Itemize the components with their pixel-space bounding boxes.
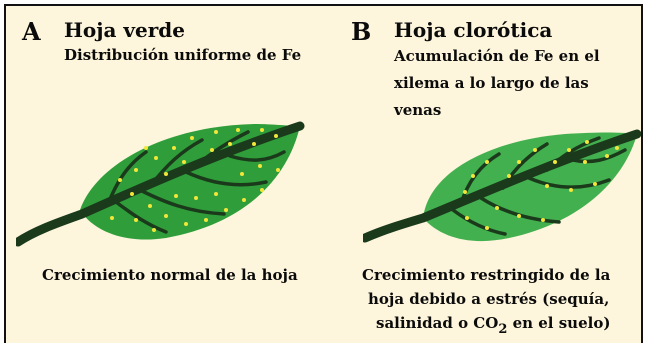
panel-a-letter: A (22, 17, 41, 46)
panel-b-caption-line-3-end: en el suelo) (507, 314, 611, 332)
panel-b-caption-line-1: Crecimiento restringido de la (362, 266, 611, 284)
chlorotic-leaf-illustration (363, 129, 641, 243)
panel-a-subtitle: Distribución uniforme de Fe (64, 46, 302, 64)
panel-b-subtitle-line-2: xilema a lo largo de las (394, 74, 589, 92)
panel-a-caption: Crecimiento normal de la hoja (42, 266, 298, 284)
panel-b-caption-line-3-text: salinidad o CO (376, 314, 499, 332)
co2-subscript: 2 (498, 322, 508, 337)
panel-b-caption-line-2: hoja debido a estrés (sequía, (368, 290, 610, 308)
green-leaf-illustration (16, 121, 305, 247)
panel-b-caption-line-3: salinidad o CO2 en el suelo) (376, 312, 610, 341)
panel-a-title: Hoja verde (64, 18, 185, 42)
leaf-a-fe-dots (110, 128, 280, 232)
leaf-b-fe-dots (463, 140, 619, 230)
leaf-b-side-veins (451, 136, 627, 236)
panel-b-letter: B (351, 17, 372, 46)
leaf-a-side-veins (106, 130, 286, 234)
leaf-a-blade (80, 124, 300, 240)
leaf-b-midrib (363, 129, 641, 243)
panel-b-title: Hoja clorótica (394, 18, 553, 42)
panel-b-subtitle-line-1: Acumulación de Fe en el (394, 47, 600, 65)
panel-b-subtitle-line-3: venas (394, 101, 442, 119)
